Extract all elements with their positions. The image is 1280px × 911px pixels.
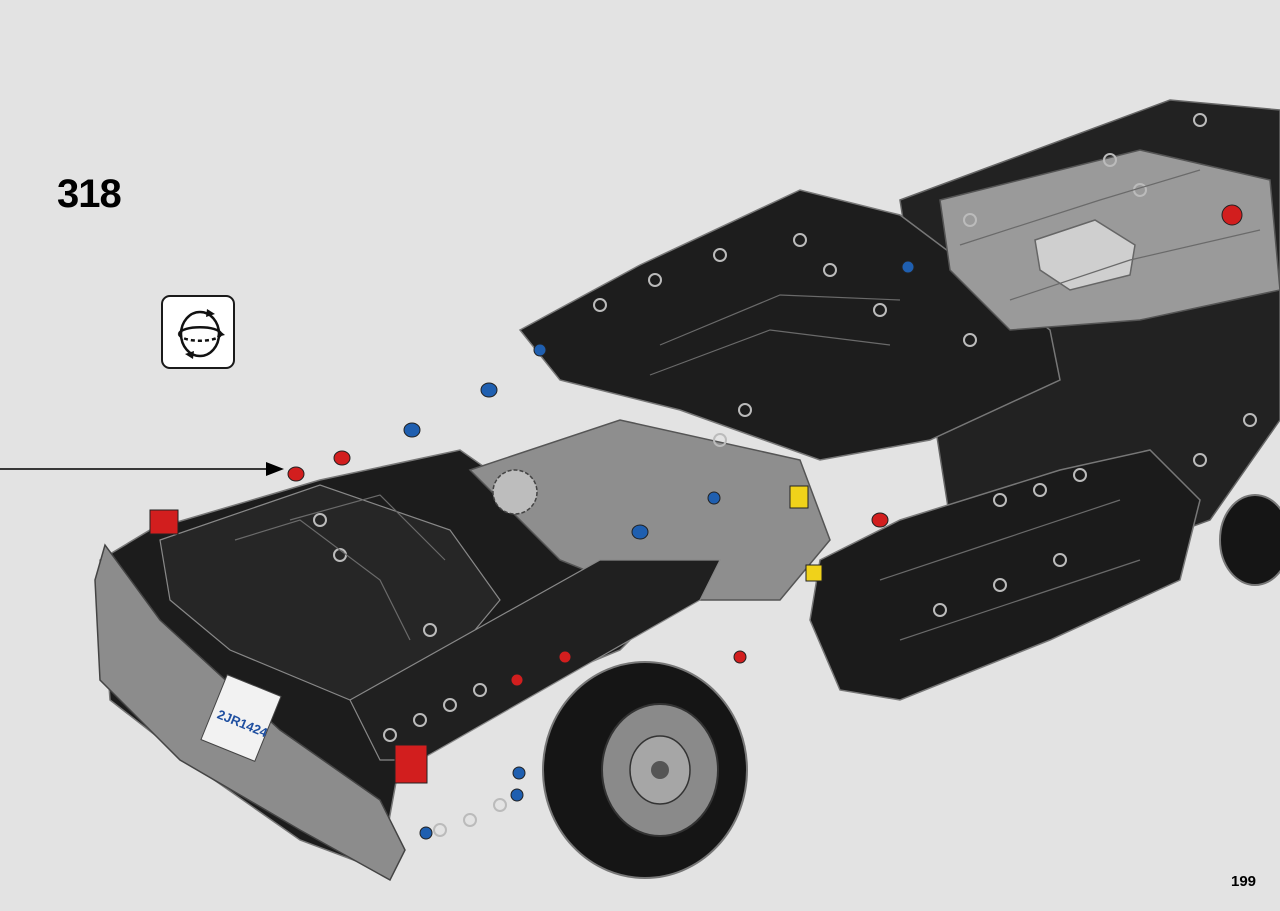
step-number: 318: [57, 172, 122, 216]
part-callout-arrow: [0, 462, 284, 476]
page-number: 199: [1231, 873, 1257, 890]
rotate-model-icon: [177, 309, 225, 359]
rotate-model-indicator: [161, 295, 235, 369]
